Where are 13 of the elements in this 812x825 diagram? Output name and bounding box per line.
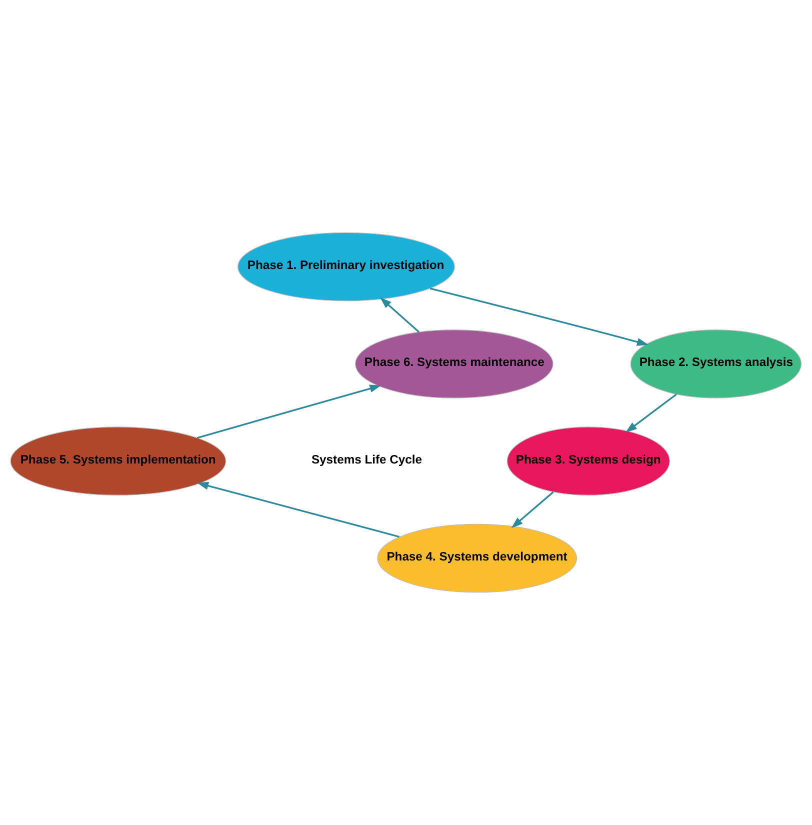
node-ellipse: Phase 3. Systems design	[506, 426, 670, 496]
node-ellipse: Phase 4. Systems development	[377, 524, 578, 593]
node-ellipse: Phase 2. Systems analysis	[630, 330, 802, 398]
arrow	[511, 491, 554, 528]
node-ellipse: Phase 6. Systems maintenance	[354, 330, 554, 398]
node-ellipse: Phase 1. Preliminary investigation	[238, 232, 455, 302]
arrow	[380, 297, 420, 333]
arrow	[196, 482, 400, 538]
label: Systems Life Cycle	[311, 452, 422, 466]
arrow	[430, 288, 649, 346]
arrow	[196, 384, 382, 439]
node-ellipse: Phase 5. Systems implementation	[10, 426, 226, 496]
arrow	[625, 394, 677, 433]
